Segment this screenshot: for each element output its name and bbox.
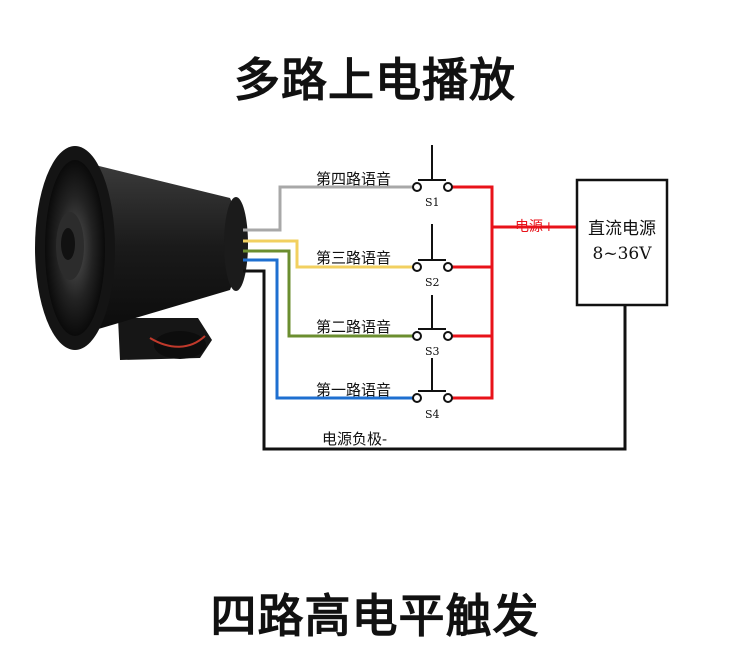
diagram-title: 多路上电播放	[234, 53, 516, 107]
wire-channel-1	[243, 258, 413, 400]
switch-label-s3: S3	[425, 345, 440, 358]
power-positive-label: 电源+	[515, 219, 555, 235]
channel-label-1: 第一路语音	[316, 381, 391, 399]
wiring-diagram: 第四路语音 第三路语音 第二路语音 第一路语音 S1 S2 S3 S4 电源+ …	[35, 145, 669, 451]
wire-negative	[243, 269, 627, 451]
horn-speaker-icon	[35, 146, 248, 360]
power-negative-label: 电源负极-	[322, 430, 387, 448]
channel-label-4: 第四路语音	[316, 170, 391, 188]
switch-label-s1: S1	[425, 196, 440, 209]
channel-label-2: 第二路语音	[316, 318, 391, 336]
switch-s1	[412, 145, 453, 192]
wire-channel-4	[243, 185, 413, 232]
psu-title: 直流电源	[588, 219, 656, 239]
switch-label-s4: S4	[425, 408, 440, 421]
diagram-subtitle: 四路高电平触发	[210, 589, 540, 643]
switch-s2	[412, 224, 453, 272]
wire-channel-3	[243, 239, 413, 269]
positive-bus	[452, 185, 577, 400]
dc-power-supply	[575, 178, 669, 307]
switch-s3	[412, 295, 453, 341]
psu-voltage: 8~36V	[593, 244, 653, 264]
switch-label-s2: S2	[425, 276, 440, 289]
switch-s4	[412, 358, 453, 403]
wire-channel-2	[243, 249, 413, 338]
channel-label-3: 第三路语音	[316, 249, 391, 267]
